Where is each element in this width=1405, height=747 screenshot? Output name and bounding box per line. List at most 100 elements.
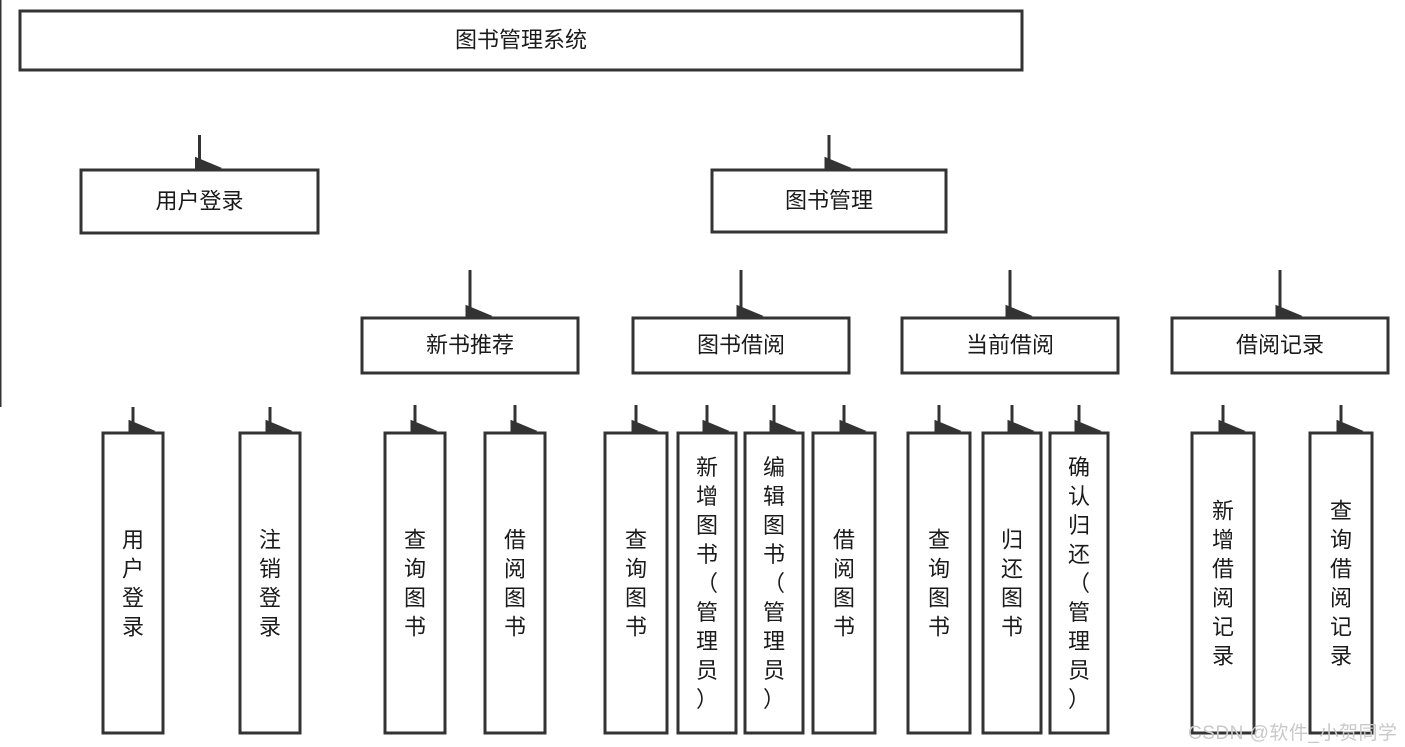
- node-leaf-confirm-return-label-char: 还: [1068, 542, 1090, 567]
- node-leaf-logout-label-char: 销: [259, 557, 281, 582]
- node-leaf-add-record-label-char: 阅: [1212, 586, 1234, 611]
- node-leaf-query-record-label-char: 查: [1330, 499, 1352, 524]
- node-leaf-add-record-label-char: 增: [1212, 528, 1234, 553]
- node-leaf-query-record-label-char: 阅: [1330, 586, 1352, 611]
- node-leaf-add-book-label-char: 管: [696, 600, 718, 625]
- node-leaf-borrow-book-1-rect: [483, 431, 547, 735]
- node-user-login-label: 用户登录: [155, 188, 243, 213]
- node-leaf-query-book-1-label-char: 查: [404, 528, 426, 553]
- node-borrow-record[interactable]: 借阅记录: [1170, 316, 1390, 375]
- node-leaf-return-book-label-char: 还: [1001, 557, 1023, 582]
- node-leaf-confirm-return-label-char: 管: [1068, 600, 1090, 625]
- node-new-book-recommend-rect: [360, 316, 580, 375]
- node-leaf-borrow-book-1-label-char: 借: [504, 528, 526, 553]
- node-leaf-query-book-3-label-char: 图: [928, 586, 950, 611]
- node-leaf-query-record-label-char: 记: [1330, 615, 1352, 640]
- csdn-watermark: CSDN @软件_小贺同学: [1188, 723, 1398, 744]
- node-leaf-confirm-return-label-char: 员: [1068, 658, 1090, 683]
- node-user-login-rect: [79, 168, 320, 235]
- node-leaf-edit-book-label-char: ）: [763, 687, 785, 712]
- node-leaf-edit-book-label-char: 图: [763, 513, 785, 538]
- node-leaf-user-login-label-char: 用: [122, 528, 144, 553]
- node-leaf-query-record-rect: [1308, 431, 1374, 735]
- node-leaf-query-record-label-char: 询: [1330, 528, 1352, 553]
- node-leaf-edit-book-label-char: （: [763, 571, 785, 596]
- node-leaf-confirm-return-label-char: 归: [1068, 513, 1090, 538]
- node-leaf-logout-label-char: 登: [259, 586, 281, 611]
- node-leaf-query-book-1-label-char: 询: [404, 557, 426, 582]
- node-leaf-add-record-label-char: 新: [1212, 499, 1234, 524]
- node-leaf-query-book-3-rect: [906, 431, 972, 735]
- node-leaf-borrow-book-2-label-char: 书: [833, 615, 855, 640]
- node-leaf-add-record-label-char: 录: [1212, 644, 1234, 669]
- node-leaf-borrow-book-2-label-char: 图: [833, 586, 855, 611]
- node-leaf-add-book-label-char: ）: [696, 687, 718, 712]
- node-user-login[interactable]: 用户登录: [79, 168, 320, 235]
- node-leaf-add-book-label-char: 图: [696, 513, 718, 538]
- node-book-manage-label: 图书管理: [785, 188, 873, 213]
- node-leaf-return-book-label-char: 归: [1001, 528, 1023, 553]
- node-leaf-add-book-label-char: 增: [696, 484, 718, 509]
- connector-lines: [0, 0, 1364, 443]
- node-leaf-confirm-return-label-char: （: [1068, 571, 1090, 596]
- node-borrow-record-rect: [1170, 316, 1390, 375]
- node-leaf-return-book-rect: [981, 431, 1043, 735]
- node-current-borrow-rect: [900, 316, 1120, 375]
- node-root-label: 图书管理系统: [455, 27, 587, 52]
- node-leaf-confirm-return-rect: [1048, 431, 1110, 735]
- node-leaf-return-book-label-char: 书: [1001, 615, 1023, 640]
- node-leaf-logout-label-char: 录: [259, 615, 281, 640]
- node-leaf-borrow-book-2-label-char: 借: [833, 528, 855, 553]
- node-leaf-confirm-return-label-char: 确: [1068, 455, 1090, 480]
- node-current-borrow-label: 当前借阅: [966, 332, 1054, 357]
- node-boxes: 图书管理系统用户登录图书管理新书推荐图书借阅当前借阅借阅记录用户登录注销登录查询…: [18, 9, 1390, 735]
- node-borrow-record-label: 借阅记录: [1236, 332, 1324, 357]
- node-book-borrow[interactable]: 图书借阅: [631, 316, 851, 375]
- node-root-rect: [18, 9, 1024, 72]
- node-leaf-borrow-book-2-label-char: 阅: [833, 557, 855, 582]
- node-leaf-user-login-label-char: 登: [122, 586, 144, 611]
- node-book-borrow-label: 图书借阅: [697, 332, 785, 357]
- node-leaf-user-login[interactable]: 用户登录: [101, 431, 165, 735]
- node-leaf-query-book-2-label-char: 书: [625, 615, 647, 640]
- node-leaf-add-book-label-char: 理: [696, 629, 718, 654]
- node-current-borrow[interactable]: 当前借阅: [900, 316, 1120, 375]
- node-leaf-query-record-label-char: 借: [1330, 557, 1352, 582]
- node-leaf-query-book-2-label-char: 询: [625, 557, 647, 582]
- node-leaf-query-book-3-label-char: 查: [928, 528, 950, 553]
- node-leaf-edit-book-label-char: 辑: [763, 484, 785, 509]
- node-book-manage[interactable]: 图书管理: [710, 168, 948, 234]
- node-leaf-edit-book-label-char: 书: [763, 542, 785, 567]
- node-leaf-user-login-label-char: 户: [122, 557, 144, 582]
- node-leaf-add-book-label-char: 新: [696, 455, 718, 480]
- node-leaf-query-book-3-label-char: 询: [928, 557, 950, 582]
- node-leaf-borrow-book-2-rect: [811, 431, 877, 735]
- node-leaf-add-record-label-char: 借: [1212, 557, 1234, 582]
- node-leaf-borrow-book-1-label-char: 阅: [504, 557, 526, 582]
- node-leaf-add-book-rect: [676, 431, 738, 735]
- node-root[interactable]: 图书管理系统: [18, 9, 1024, 72]
- node-leaf-edit-book-label-char: 理: [763, 629, 785, 654]
- node-leaf-logout-rect: [238, 431, 302, 735]
- node-leaf-add-book-label-char: 书: [696, 542, 718, 567]
- node-book-borrow-rect: [631, 316, 851, 375]
- node-leaf-add-book-label-char: 员: [696, 658, 718, 683]
- node-leaf-borrow-book-1-label-char: 书: [504, 615, 526, 640]
- node-new-book-recommend[interactable]: 新书推荐: [360, 316, 580, 375]
- node-leaf-borrow-book-1-label-char: 图: [504, 586, 526, 611]
- node-leaf-query-book-3-label-char: 书: [928, 615, 950, 640]
- node-leaf-add-book-label-char: （: [696, 571, 718, 596]
